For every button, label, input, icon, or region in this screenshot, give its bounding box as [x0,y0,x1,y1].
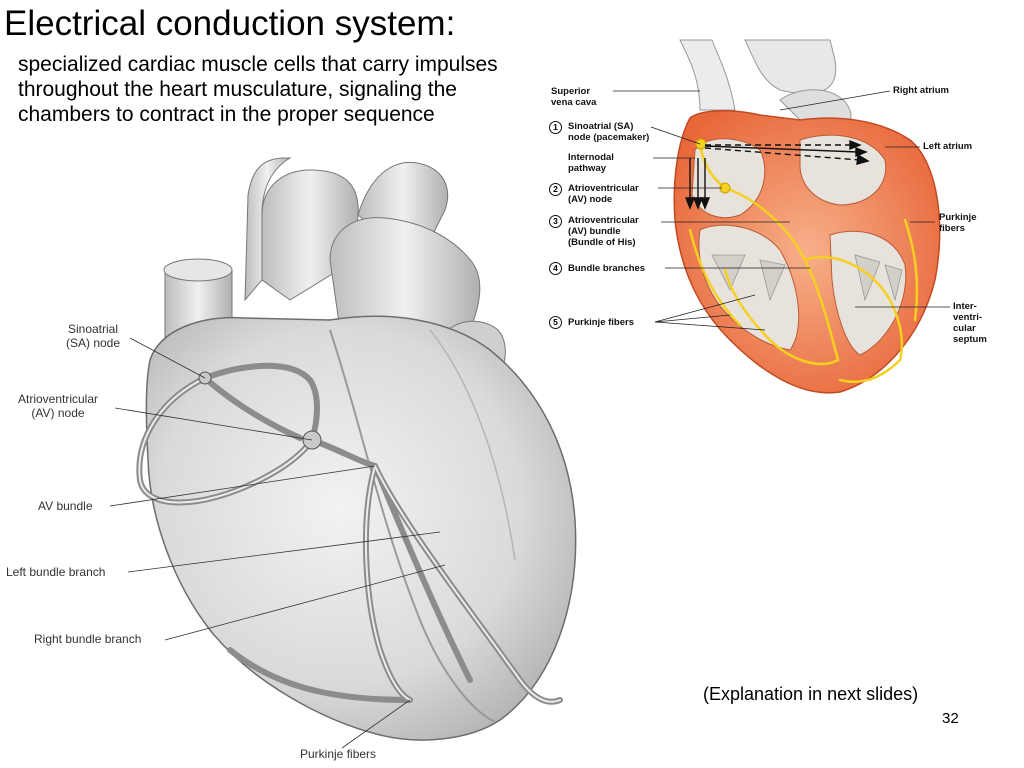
slide-subtitle: specialized cardiac muscle cells that ca… [18,53,498,126]
label-av-node-right: Atrioventricular(AV) node [568,183,639,205]
number-badge-1: 1 [549,121,562,134]
label-sa-node-right: Sinoatrial (SA)node (pacemaker) [568,121,650,143]
label-right-bundle-branch: Right bundle branch [34,632,142,646]
heart-body [145,315,577,741]
number-badge-5: 5 [549,316,562,329]
label-purkinje-fibers-left: Purkinje fibers [300,747,377,761]
leader-lines-left [109,337,446,749]
conduction-pathways-right [688,143,919,384]
label-bundle-branches: Bundle branches [568,263,646,274]
page-number: 32 [942,710,959,727]
label-right-atrium: Right atrium [893,85,949,96]
number-badge-4: 4 [549,262,562,275]
label-av-node: Atrioventricular(AV) node [17,392,99,420]
footnote: (Explanation in next slides) [703,684,919,704]
label-left-bundle-branch: Left bundle branch [6,565,106,579]
number-badge-3: 3 [549,215,562,228]
slide-title: Electrical conduction system: [4,4,456,43]
label-sa-node: Sinoatrial(SA) node [65,322,121,350]
number-badge-2: 2 [549,183,562,196]
label-purkinje-fibers-right: Purkinje fibers [568,317,634,328]
label-av-bundle-right: Atrioventricular(AV) bundle(Bundle of Hi… [568,215,639,248]
leader-lines-right [613,90,950,331]
label-av-bundle: AV bundle [38,499,93,513]
label-left-atrium: Left atrium [923,141,973,152]
sa-node-marker-right [695,138,707,150]
impulse-arrows [684,139,870,210]
